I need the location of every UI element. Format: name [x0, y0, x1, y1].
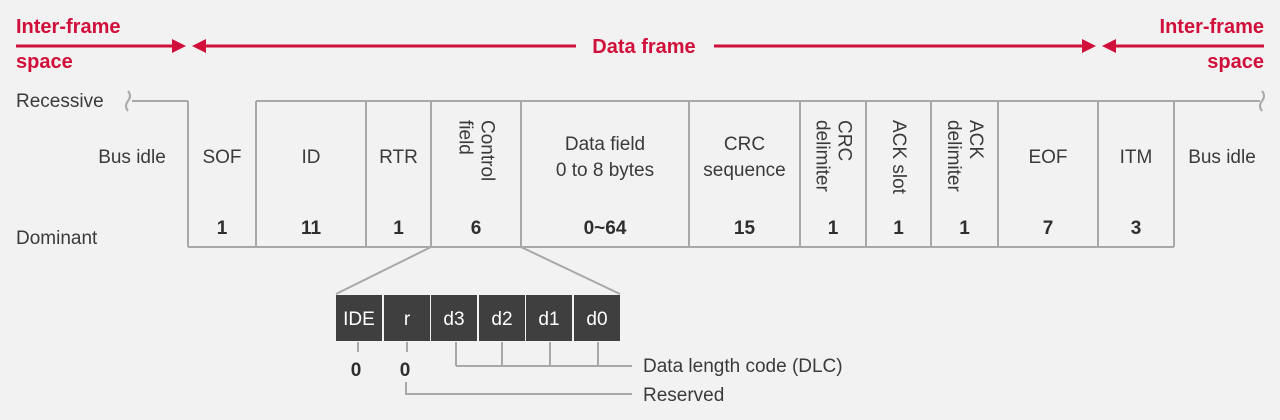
bit-value: 0	[400, 360, 411, 381]
field-label: ACK	[965, 120, 986, 159]
data-frame-left-arrowhead-icon	[192, 39, 206, 53]
field-label: delimiter	[943, 120, 964, 192]
control-field-zoom	[335, 246, 621, 295]
field-dividers	[187, 101, 1175, 247]
field-label: Bus idle	[1188, 147, 1256, 168]
reserved-leader	[405, 382, 632, 395]
interframe-right-arrowhead-icon	[1102, 39, 1116, 53]
interframe-right-line2: space	[1207, 51, 1264, 73]
field-bit-count: 1	[893, 218, 904, 239]
bit-label: r	[404, 309, 411, 330]
bit-box	[574, 295, 620, 341]
bit-box	[526, 295, 572, 341]
field-label: Data field	[565, 134, 645, 155]
field-eof: EOF 7	[1028, 147, 1067, 239]
field-label: field	[455, 120, 476, 155]
field-label: SOF	[202, 147, 241, 168]
field-bus-idle-left: Bus idle	[98, 147, 166, 168]
field-sof: SOF 1	[202, 147, 241, 239]
field-rtr: RTR 1	[379, 147, 418, 239]
field-label: ITM	[1120, 147, 1153, 168]
header: Inter-frame space Data frame Inter-frame…	[16, 16, 1264, 73]
field-bit-count: 3	[1131, 218, 1142, 239]
field-bit-count: 0~64	[584, 218, 627, 239]
field-bit-count: 15	[734, 218, 756, 239]
field-bit-count: 1	[959, 218, 970, 239]
bit-label: d2	[491, 309, 512, 330]
bus-waveform	[125, 90, 1265, 248]
field-label: Control	[477, 120, 498, 181]
annotations	[405, 342, 632, 395]
field-label: RTR	[379, 147, 418, 168]
bit-label: d0	[586, 309, 607, 330]
control-bit-d0: d0	[574, 295, 620, 341]
interframe-right-line1: Inter-frame	[1160, 16, 1264, 38]
reserved-annotation: Reserved	[643, 385, 724, 406]
field-bit-count: 6	[471, 218, 482, 239]
zoom-line-right	[520, 246, 621, 295]
dominant-label: Dominant	[16, 228, 98, 249]
field-bit-count: 7	[1043, 218, 1054, 239]
interframe-left-line1: Inter-frame	[16, 16, 120, 38]
field-ack-slot: ACK slot 1	[888, 120, 909, 239]
bit-label: d3	[443, 309, 464, 330]
field-bus-idle-right: Bus idle	[1188, 147, 1256, 168]
field-label: EOF	[1028, 147, 1067, 168]
data-frame-right-arrowhead-icon	[1082, 39, 1096, 53]
bit-box	[336, 295, 382, 341]
control-bit-d2: d2	[479, 295, 525, 341]
bit-label: d1	[538, 309, 559, 330]
bit-box	[479, 295, 525, 341]
field-itm: ITM 3	[1120, 147, 1153, 239]
field-label: Bus idle	[98, 147, 166, 168]
field-bit-count: 1	[393, 218, 404, 239]
control-bit-r: r0	[384, 295, 430, 381]
dlc-annotation: Data length code (DLC)	[643, 356, 843, 377]
field-bit-count: 1	[217, 218, 228, 239]
control-bit-d3: d3	[431, 295, 477, 341]
field-label: CRC	[834, 120, 855, 161]
field-id: ID 11	[301, 147, 322, 239]
field-data-field: Data field 0 to 8 bytes 0~64	[556, 134, 654, 239]
dlc-bracket	[455, 342, 632, 367]
arrows	[16, 39, 1264, 53]
field-label: ID	[302, 147, 321, 168]
field-label: delimiter	[812, 120, 833, 192]
interframe-left-arrowhead-icon	[172, 39, 186, 53]
break-mark-right-icon	[1259, 90, 1265, 112]
data-frame-label: Data frame	[592, 36, 695, 58]
break-mark-left-icon	[125, 90, 131, 112]
recessive-label: Recessive	[16, 91, 104, 112]
bit-label: IDE	[343, 309, 375, 330]
field-label: CRC	[724, 134, 765, 155]
control-bit-ide: IDE 0	[336, 295, 382, 381]
field-label: ACK slot	[888, 120, 909, 195]
bit-box	[384, 295, 430, 341]
field-bit-count: 1	[828, 218, 839, 239]
control-bit-d1: d1	[526, 295, 572, 341]
field-crc-sequence: CRC sequence 15	[703, 134, 785, 239]
field-label: sequence	[703, 160, 785, 181]
bit-box	[431, 295, 477, 341]
zoom-line-left	[335, 246, 432, 295]
interframe-left-line2: space	[16, 51, 73, 73]
bit-value: 0	[351, 360, 362, 381]
field-label: 0 to 8 bytes	[556, 160, 654, 181]
field-bit-count: 11	[301, 218, 322, 239]
